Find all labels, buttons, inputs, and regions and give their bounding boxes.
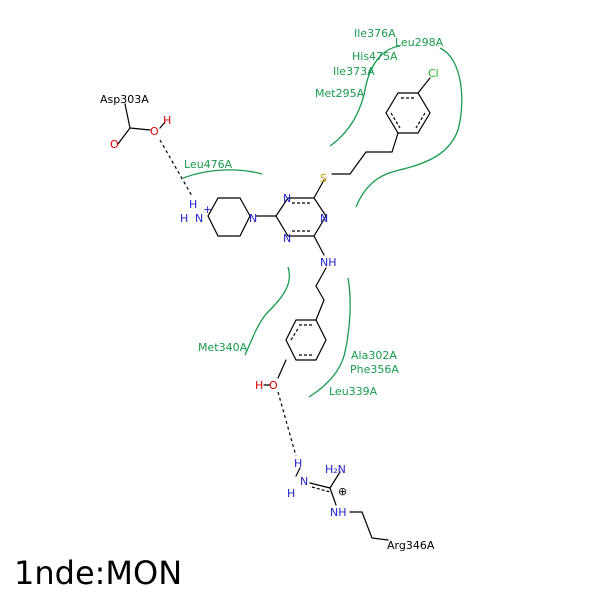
atom-n-piperazine: N: [249, 212, 257, 225]
residue-asp303: Asp303A: [100, 93, 149, 106]
arg346-sidechain: [309, 471, 389, 541]
atom-s: S: [320, 172, 327, 185]
residue-leu476: Leu476A: [184, 158, 233, 171]
arc-right-lower: [308, 277, 351, 398]
residue-ile376: Ile376A: [354, 27, 396, 40]
arg346-double-bond: [311, 486, 331, 493]
atom-h-npiperazine-2: H: [180, 212, 188, 225]
piperazine-ring: [207, 197, 251, 237]
residue-ile373: Ile373A: [333, 65, 375, 78]
residue-ala302: Ala302A: [351, 349, 397, 362]
phenol-ring: [285, 319, 327, 361]
propyl-chain: [331, 132, 399, 175]
atom-n-triazine-1: N: [283, 192, 291, 205]
atom-h-asp: H: [163, 114, 171, 127]
atom-nh: NH: [320, 256, 337, 269]
residue-phe356: Phe356A: [350, 363, 399, 376]
chlorophenyl-ring: [385, 92, 431, 134]
atom-nh-arg: NH: [330, 506, 347, 519]
residue-his475: His475A: [352, 50, 398, 63]
atom-o-asp-1: O: [110, 138, 119, 151]
hbond-arg346: [277, 391, 297, 457]
atom-n-triazine-3: N: [283, 232, 291, 245]
residue-met340: Met340A: [198, 341, 248, 354]
atom-n-plus: N: [195, 212, 203, 225]
arc-top-right: [355, 47, 463, 208]
arc-met340: [244, 266, 291, 356]
bond-n-h-arg: [295, 467, 301, 477]
ethyl-chain: [313, 235, 327, 321]
arc-top-left: [329, 45, 401, 147]
arc-leu476: [182, 169, 263, 179]
bond-cl: [417, 77, 431, 94]
atom-h-arg-2: H: [287, 487, 295, 500]
asp303-sidechain: [117, 103, 151, 145]
atom-o-phenol: O: [269, 379, 278, 392]
residue-leu339: Leu339A: [329, 385, 378, 398]
atom-n-arg: N: [300, 475, 308, 488]
atom-charge-plus: +: [203, 203, 212, 216]
atom-n-triazine-2: N: [320, 212, 328, 225]
hbond-asp303: [159, 139, 193, 197]
bond-phenol-o: [277, 359, 287, 379]
atom-charge-arg: ⊕: [338, 485, 347, 498]
atom-cl: Cl: [428, 67, 439, 80]
residue-met295: Met295A: [315, 87, 365, 100]
diagram-title: 1nde:MON: [14, 554, 182, 592]
atom-h2n-arg: H₂N: [325, 463, 346, 476]
atom-h-phenol: H: [255, 379, 263, 392]
bond-oh-asp: [159, 121, 166, 129]
atom-h-arg-1: H: [294, 457, 302, 470]
residue-arg346: Arg346A: [387, 539, 435, 552]
bond-s-triazine: [313, 179, 325, 199]
residue-leu298: Leu298A: [395, 36, 444, 49]
atom-o-asp-2: O: [150, 125, 159, 138]
atom-h-npiperazine-1: H: [189, 198, 197, 211]
